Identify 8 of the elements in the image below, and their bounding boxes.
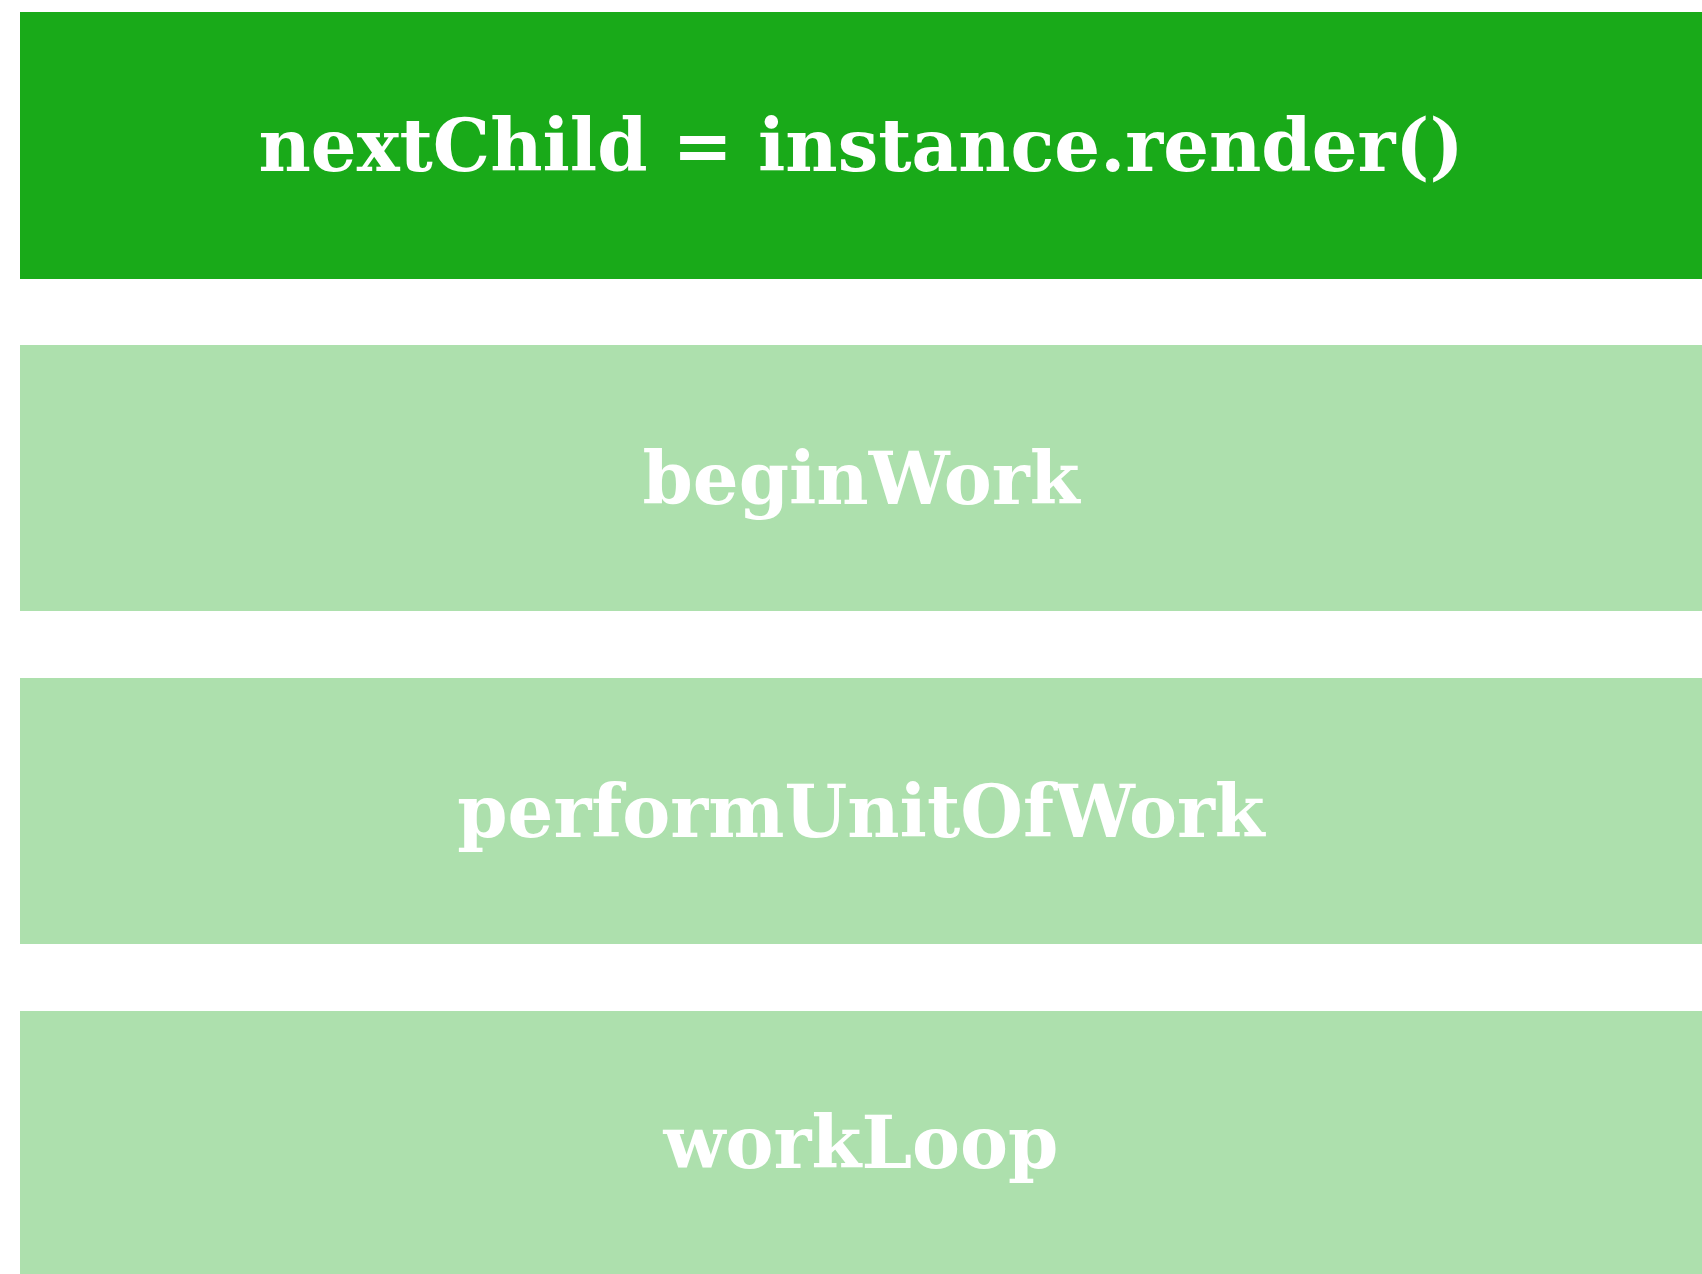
function-name: nextChild = instance.render() [258,103,1464,188]
stack-frame-box [20,345,1702,611]
stack-frame-box [20,678,1702,944]
stack-frame-box [20,1011,1702,1274]
stack-frame-box [20,12,1702,279]
function-name: beginWork [642,435,1080,521]
function-name: workLoop [663,1100,1059,1185]
function-name: performUnitOfWork [457,768,1265,854]
